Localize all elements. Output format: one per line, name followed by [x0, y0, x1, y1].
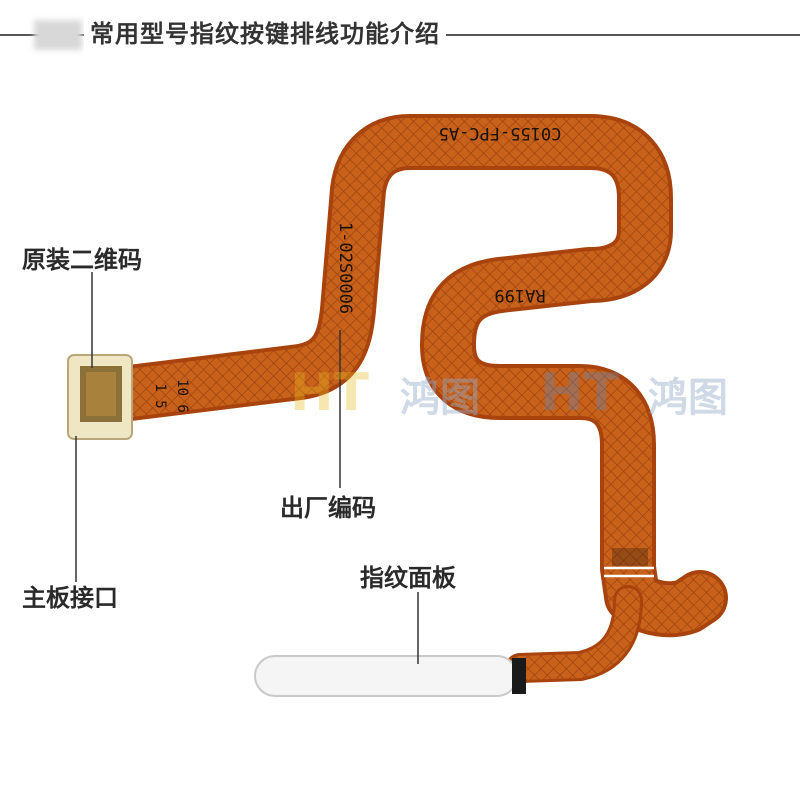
connector-text-1: 10 6 — [174, 379, 190, 413]
mainboard-connector — [67, 354, 133, 440]
cable-ra-text: RA199 — [494, 285, 545, 305]
title-bar: 常用型号指纹按键排线功能介绍 — [0, 14, 800, 54]
label-fingerprint-panel: 指纹面板 — [360, 564, 456, 592]
fingerprint-panel — [254, 655, 526, 697]
connector-text-2: 1 5 — [152, 383, 168, 408]
watermark-brand-2: 鸿图 — [648, 375, 728, 421]
blurred-logo — [34, 20, 82, 50]
label-qr-code: 原装二维码 — [22, 246, 142, 274]
watermark-brand-1: 鸿图 — [400, 375, 480, 421]
cable-serial-text: 1-02S0006 — [335, 222, 355, 314]
flex-cable — [102, 114, 728, 683]
page-title: 常用型号指纹按键排线功能介绍 — [84, 14, 446, 54]
label-mainboard-port: 主板接口 — [22, 584, 118, 612]
label-factory-code: 出厂编码 — [280, 494, 376, 522]
watermark-mark-2: HT — [540, 363, 620, 423]
watermark-mark-1: HT — [290, 363, 370, 423]
cable-model-text: C0155-FPC-A5 — [439, 123, 562, 143]
